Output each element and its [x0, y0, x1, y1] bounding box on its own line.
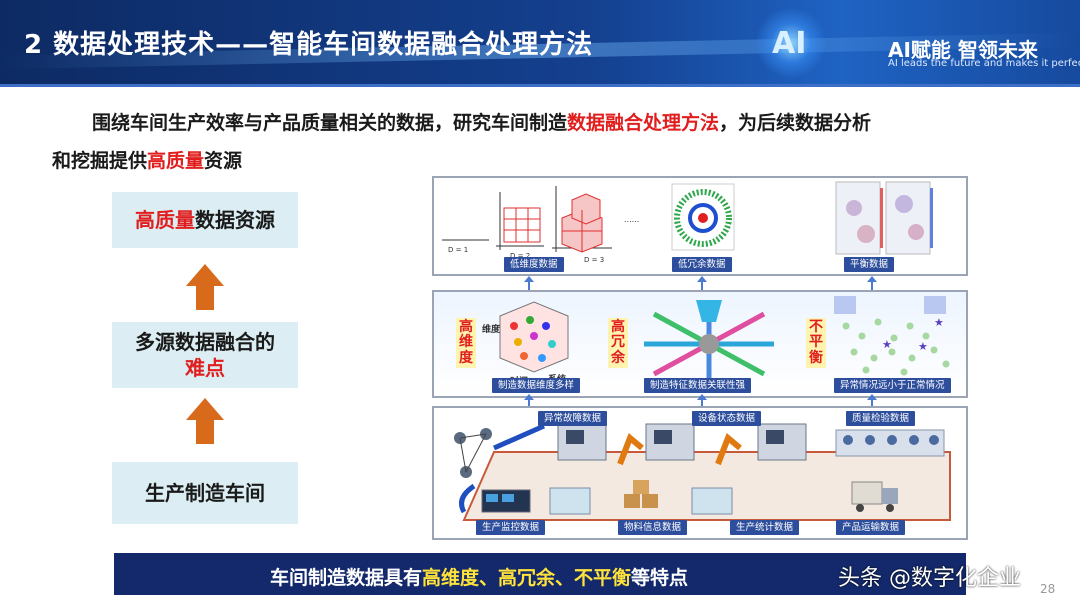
cube-illustration-d3: D = 3 ......: [552, 186, 639, 264]
monitoring-screens-icon: [481, 489, 531, 513]
page-number: 28: [1040, 582, 1056, 596]
robot-arm-icon: [617, 433, 742, 466]
label-strong-correlation: 制造特征数据关联性强: [644, 378, 752, 393]
connector-arrow-icon: [524, 394, 534, 406]
anomaly-star-icon: ★: [882, 338, 892, 351]
flow-box-high-quality-data: 高质量数据资源: [112, 192, 298, 248]
intro-line-2: 和挖掘提供高质量资源: [52, 146, 242, 173]
summary-text-part: 车间制造数据具有: [270, 567, 423, 589]
ellipsis-text: ......: [624, 215, 639, 224]
label-low-dimension-data: 低维度数据: [504, 257, 564, 272]
connector-arrow-icon: [697, 276, 707, 290]
flow-text: 数据资源: [195, 208, 275, 232]
correlation-star: [644, 300, 774, 384]
up-arrow-icon: [186, 398, 224, 444]
intro-text: ，为后续数据分析: [719, 112, 872, 134]
sensor-network-icon: [454, 428, 492, 478]
machine-tool-icon: [557, 423, 807, 461]
imbalanced-scatter: ★ ★ ★: [834, 296, 950, 376]
summary-banner: [114, 553, 966, 595]
header-bar: 2 数据处理技术——智能车间数据融合处理方法 AI AI赋能 智领未来 AI l…: [0, 0, 1080, 84]
label-rare-anomalies: 异常情况远小于正常情况: [834, 378, 951, 393]
summary-text: 车间制造数据具有高维度、高冗余、不平衡等特点: [270, 563, 688, 590]
target-data-illustrations: D = 1 D = 2 D = 3 ......: [442, 181, 933, 264]
label-quality-inspection-data: 质量检验数据: [846, 411, 916, 426]
axis-illustration-d1: D = 1: [442, 239, 489, 254]
connector-arrow-icon: [867, 394, 877, 406]
difficulty-illustrations: 维度 时间 系统 ★ ★ ★: [482, 296, 950, 387]
material-boxes-icon: [624, 480, 658, 508]
label-fault-data: 异常故障数据: [538, 411, 608, 426]
label-diverse-dimensions: 制造数据维度多样: [492, 378, 581, 393]
slogan-subtitle: AI leads the future and makes it perfect: [888, 58, 1080, 69]
slide-title: 2 数据处理技术——智能车间数据融合处理方法: [24, 30, 594, 60]
flow-text: 多源数据融合的: [135, 330, 275, 354]
intro-highlight: 数据融合处理方法: [567, 112, 720, 134]
up-arrow-icon: [186, 264, 224, 310]
header-divider: [0, 84, 1080, 87]
intro-line-1: 围绕车间生产效率与产品质量相关的数据，研究车间制造数据融合处理方法，为后续数据分…: [92, 108, 871, 135]
label-low-redundancy-data: 低冗余数据: [672, 257, 732, 272]
label-equipment-status-data: 设备状态数据: [692, 411, 762, 426]
tag-high-redundancy: 高冗余: [608, 318, 628, 369]
summary-highlight: 高维度、高冗余、不平衡: [422, 567, 632, 589]
label-balanced-data: 平衡数据: [844, 257, 895, 272]
transport-truck-icon: [851, 481, 898, 512]
ai-glow-icon: [756, 8, 826, 78]
anomaly-star-icon: ★: [918, 340, 928, 353]
label-production-stats-data: 生产统计数据: [730, 520, 800, 535]
ring-cluster-plot: [671, 183, 735, 251]
intro-text: 围绕车间生产效率与产品质量相关的数据，研究车间制造: [92, 112, 568, 134]
intro-highlight: 高质量: [147, 150, 205, 172]
label-material-info-data: 物料信息数据: [618, 520, 688, 535]
flow-highlight: 难点: [185, 356, 225, 380]
tag-high-dimension: 高维度: [456, 318, 476, 369]
anomaly-star-icon: ★: [934, 316, 944, 329]
cube-axis-label: 维度: [482, 323, 501, 335]
panel-workshop-sources: 异常故障数据 设备状态数据 质量检验数据 生产监控数据 物料信息数据 生产统计数…: [432, 406, 968, 540]
connector-arrow-icon: [524, 276, 534, 290]
summary-text-part: 等特点: [631, 567, 689, 589]
label-production-monitoring-data: 生产监控数据: [476, 520, 546, 535]
label-product-transport-data: 产品运输数据: [836, 520, 906, 535]
flow-arrow-icon: [492, 423, 546, 451]
workshop-illustration: [454, 423, 951, 521]
tag-imbalanced: 不平衡: [806, 318, 826, 369]
connector-arrow-icon: [867, 276, 877, 290]
ai-logo-mark: AI: [772, 26, 807, 61]
flow-box-workshop: 生产制造车间: [112, 462, 298, 524]
axis-label: D = 3: [584, 256, 604, 264]
statistics-machines-icon: [549, 487, 733, 515]
panel-data-difficulties: 高维度 高冗余 不平衡 维度 时间 系统: [432, 290, 968, 398]
flow-box-fusion-difficulty: 多源数据融合的 难点: [112, 322, 298, 388]
multi-dimension-cube: 维度 时间 系统: [482, 301, 569, 387]
intro-text: 资源: [204, 150, 243, 172]
grid-illustration-d2: D = 2: [496, 192, 544, 260]
axis-label: D = 2: [510, 252, 530, 260]
flow-text: 生产制造车间: [145, 481, 265, 505]
connector-arrow-icon: [697, 394, 707, 406]
balanced-heatmaps: [835, 181, 933, 255]
inspection-workers-icon: [835, 429, 945, 457]
panel-target-data: D = 1 D = 2 D = 3 ......: [432, 176, 968, 276]
flow-arrow-icon: [459, 483, 476, 514]
intro-text: 和挖掘提供: [52, 150, 148, 172]
watermark: 头条 @数字化企业: [838, 566, 1021, 591]
axis-label: D = 1: [448, 246, 468, 254]
slogan: AI赋能 智领未来: [888, 38, 1038, 62]
flow-highlight: 高质量: [135, 208, 195, 232]
